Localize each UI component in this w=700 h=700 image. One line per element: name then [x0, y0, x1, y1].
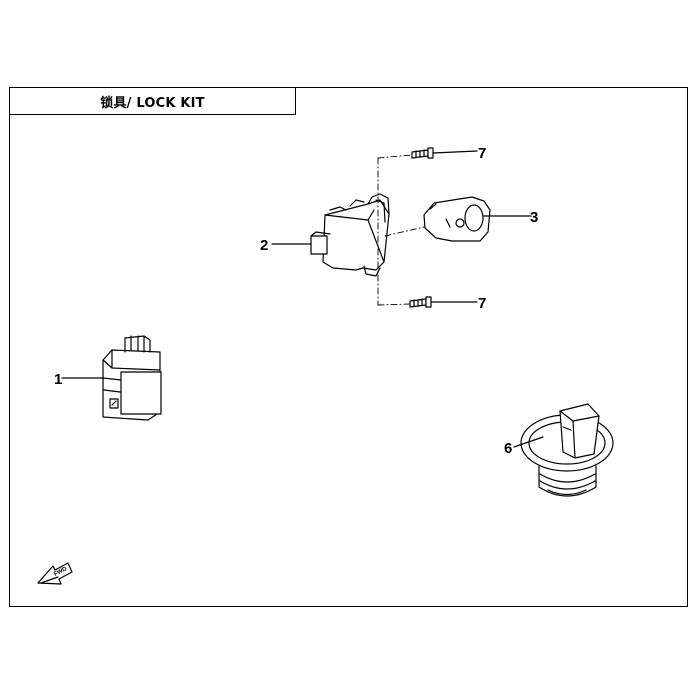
diagram-title: 锁具/ LOCK KIT	[100, 95, 205, 111]
svg-text:FWD: FWD	[53, 566, 68, 578]
diagram-frame	[9, 87, 688, 607]
callout-3: 3	[530, 209, 538, 226]
ignition-switch-icon	[310, 193, 390, 277]
callout-7b: 7	[478, 295, 486, 312]
control-module-icon	[102, 335, 162, 421]
screw-icon	[411, 147, 434, 159]
callout-2: 2	[260, 237, 268, 254]
fwd-arrow-icon: FWD	[37, 562, 73, 585]
assembly-centerlines	[377, 154, 425, 306]
screw-icon	[409, 296, 432, 308]
title-box: 锁具/ LOCK KIT	[9, 87, 296, 115]
callout-7a: 7	[478, 145, 486, 162]
callout-6: 6	[504, 440, 512, 457]
leader-line-6	[513, 436, 544, 448]
fuel-cap-icon	[520, 403, 614, 497]
leader-line-7a	[432, 150, 478, 154]
key-icon	[423, 196, 491, 242]
callout-1: 1	[54, 371, 62, 388]
